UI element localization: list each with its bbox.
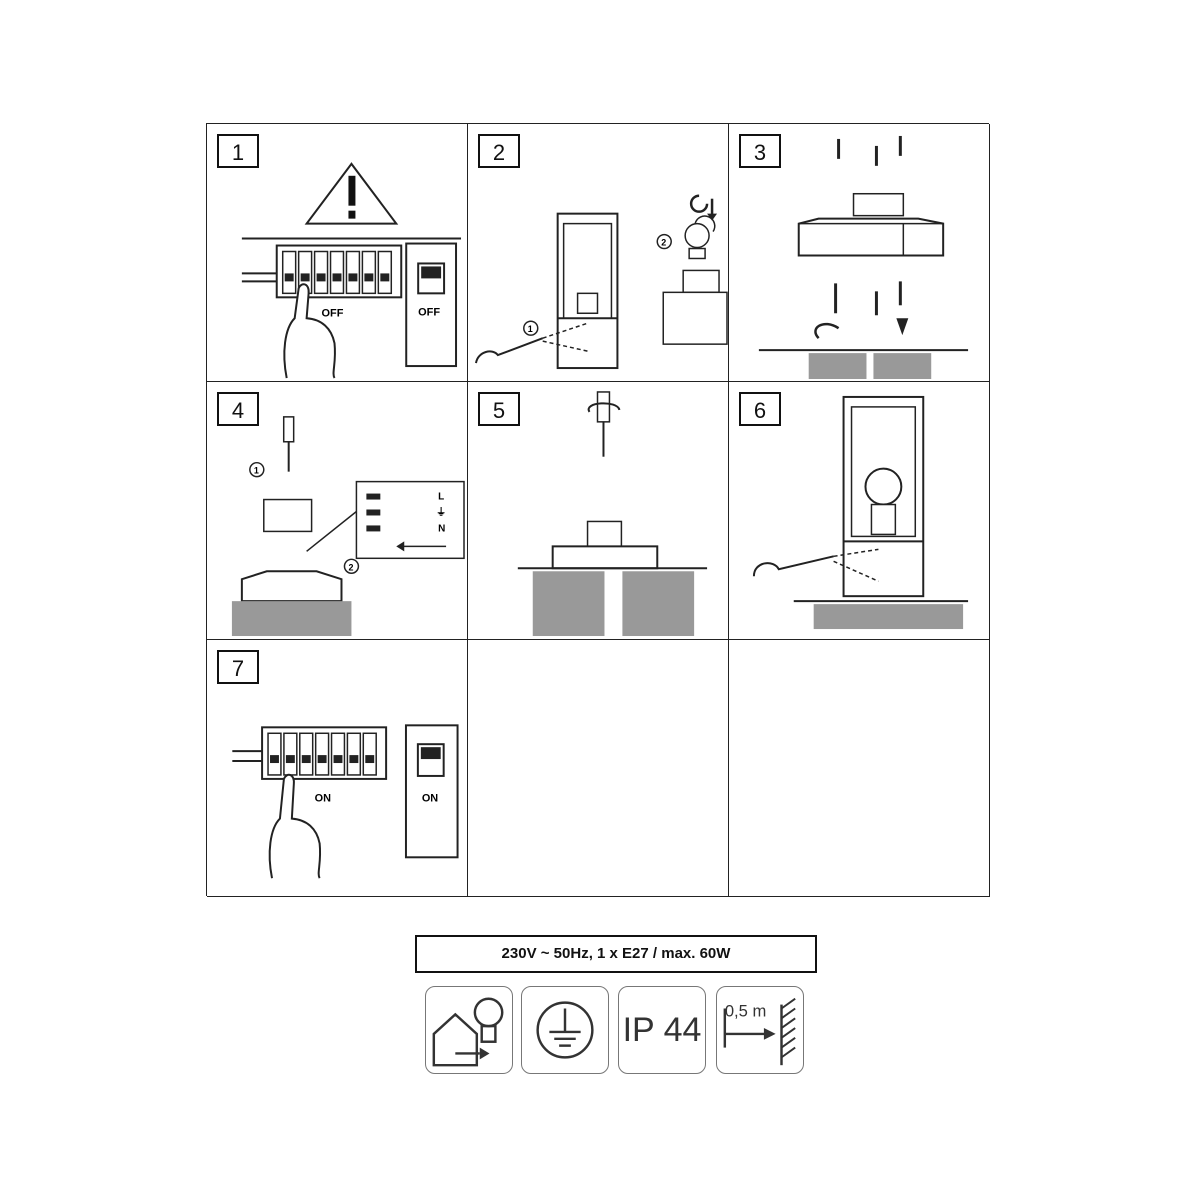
step-5-panel: 5: [468, 382, 729, 640]
step-3-panel: 3: [729, 124, 990, 382]
step-number: 4: [217, 392, 259, 426]
breaker-on-label: ON: [315, 793, 331, 805]
wiring-illustration: 1 L ⏚ N 2: [231, 416, 465, 637]
svg-text:L: L: [438, 492, 444, 503]
left-arrow-icon: [396, 541, 405, 552]
screwdriver-icon: [752, 555, 834, 577]
spec-label: 230V ~ 50Hz, 1 x E27 / max. 60W: [415, 935, 817, 973]
step-1-panel: 1 OFF OFF: [207, 124, 468, 382]
screwdriver-icon: [596, 391, 611, 423]
open-lamp-illustration: 1 2: [474, 194, 728, 370]
instruction-grid: 1 OFF OFF: [206, 123, 990, 897]
replaceable-lamp-icon: [425, 986, 513, 1074]
drill-icon: [814, 322, 840, 340]
bulb-icon: [694, 215, 716, 232]
base-plate: [240, 570, 343, 603]
switch-off-label: OFF: [418, 306, 440, 318]
rotate-icon: [689, 194, 709, 213]
step-4-panel: 4 1 L ⏚ N 2: [207, 382, 468, 640]
step-number: 3: [739, 134, 781, 168]
main-switch: [405, 242, 458, 368]
step-number: 5: [478, 392, 520, 426]
hand-icon: [268, 773, 322, 879]
switch-off-illustration: OFF OFF: [241, 162, 462, 379]
switch-on-illustration: ON ON: [232, 724, 459, 879]
step-number: 6: [739, 392, 781, 426]
ip44-badge: IP 44: [618, 986, 706, 1074]
down-arrow-icon: [896, 318, 909, 336]
fix-base-illustration: [517, 391, 708, 637]
screwdriver-icon: [474, 337, 544, 364]
step-2-panel: 2 1 2: [468, 124, 729, 382]
screwdriver-icon: [282, 416, 295, 443]
hand-icon: [283, 283, 336, 379]
close-lamp-illustration: [752, 395, 969, 630]
bulb-icon: [864, 467, 903, 506]
svg-text:0,5 m: 0,5 m: [725, 1001, 767, 1020]
step-number: 2: [478, 134, 520, 168]
step-7-panel: 7 ON ON: [207, 640, 468, 897]
svg-text:1: 1: [254, 466, 259, 476]
main-switch: [404, 724, 459, 859]
svg-text:2: 2: [348, 562, 353, 572]
step-6-panel: 6: [729, 382, 990, 640]
base-plate: [551, 545, 659, 570]
switch-on-label: ON: [422, 793, 438, 805]
svg-text:N: N: [438, 523, 445, 534]
svg-text:1: 1: [528, 324, 533, 334]
empty-panel: [468, 640, 729, 897]
min-distance-icon: 0,5 m: [716, 986, 804, 1074]
ip-rating-label: IP 44: [622, 1011, 702, 1049]
breaker-off-label: OFF: [322, 307, 344, 319]
svg-text:⏚: ⏚: [436, 506, 446, 518]
protective-earth-icon: [521, 986, 609, 1074]
empty-panel: [729, 640, 990, 897]
mount-base-illustration: [758, 135, 969, 380]
svg-text:2: 2: [661, 238, 666, 248]
step-number: 7: [217, 650, 259, 684]
step-number: 1: [217, 134, 259, 168]
